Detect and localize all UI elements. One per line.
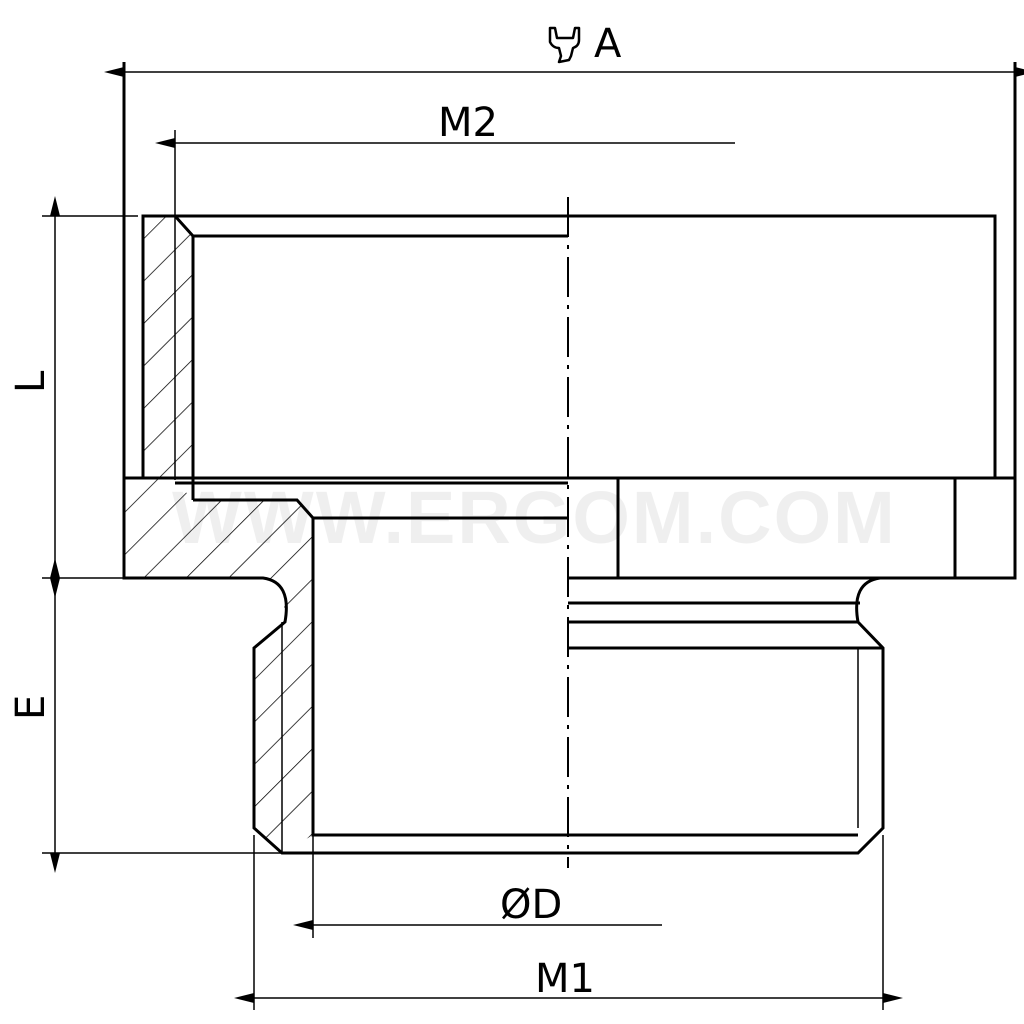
section-hatch	[124, 216, 313, 853]
dimension-lines	[42, 67, 1024, 1010]
wrench-icon	[548, 26, 581, 64]
fitting-body	[122, 62, 1017, 855]
dimension-D-label: ØD	[500, 882, 562, 928]
dimension-M2-label: M2	[438, 100, 498, 146]
dimension-E-label: E	[8, 695, 54, 720]
dimension-A-label: A	[594, 21, 622, 67]
dimension-L-label: L	[8, 370, 54, 393]
dimension-M1-label: M1	[535, 956, 595, 1002]
